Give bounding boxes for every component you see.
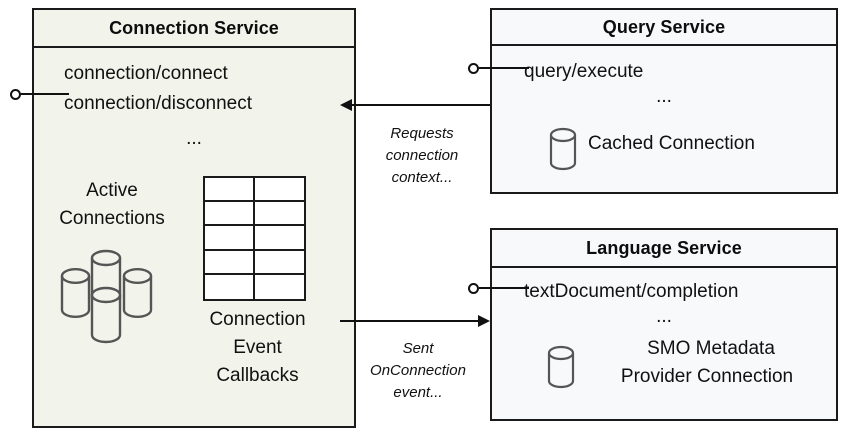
language-service-database-icon bbox=[544, 344, 578, 390]
grid-cell bbox=[205, 178, 255, 203]
active-connections-label-line2: Connections bbox=[59, 208, 165, 229]
arrow-query-to-connection-label-line3: context... bbox=[391, 169, 453, 186]
query-service-title: Query Service bbox=[602, 16, 726, 37]
active-connections-label-line1: Active bbox=[86, 180, 138, 201]
connection-service-interface-0: connection/connect bbox=[64, 63, 228, 84]
grid-cell bbox=[254, 251, 304, 275]
connection-service-ellipsis: ... bbox=[186, 128, 202, 149]
grid-cell bbox=[205, 202, 255, 227]
arrow-connection-to-language-head bbox=[478, 315, 490, 327]
callbacks-label-line1: Connection bbox=[209, 309, 306, 330]
component-language-service[interactable]: Language Service bbox=[490, 228, 838, 421]
lollipop-circle-icon bbox=[468, 63, 479, 74]
grid-cell bbox=[205, 274, 255, 299]
arrow-query-to-connection-line bbox=[352, 104, 490, 106]
callbacks-label-line3: Callbacks bbox=[216, 365, 299, 386]
grid-cell bbox=[254, 202, 304, 227]
query-service-interface-0: query/execute bbox=[524, 61, 644, 82]
cached-connection-label: Cached Connection bbox=[588, 133, 755, 154]
arrow-query-to-connection-head bbox=[340, 99, 352, 111]
arrow-query-to-connection-label-line2: connection bbox=[385, 147, 459, 164]
arrow-connection-to-language-label-line2: OnConnection bbox=[370, 362, 466, 379]
arrow-connection-to-language-line bbox=[340, 320, 478, 322]
component-query-service[interactable]: Query Service bbox=[490, 8, 838, 194]
language-service-interface-0: textDocument/completion bbox=[524, 281, 739, 302]
arrow-connection-to-language-label-line1: Sent bbox=[402, 340, 434, 357]
database-stack-icon bbox=[52, 240, 164, 348]
grid-cell bbox=[205, 250, 255, 275]
lollipop-stem bbox=[479, 287, 529, 289]
lollipop-stem bbox=[21, 93, 69, 95]
query-service-ellipsis: ... bbox=[656, 86, 672, 107]
connection-service-title: Connection Service bbox=[109, 17, 279, 38]
language-service-ellipsis: ... bbox=[656, 306, 672, 327]
grid-cell bbox=[255, 275, 305, 299]
arrow-connection-to-language-label-line3: event... bbox=[393, 384, 443, 401]
table-grid-icon bbox=[203, 176, 306, 301]
smo-label-line1: SMO Metadata bbox=[647, 338, 775, 359]
grid-cell bbox=[254, 226, 304, 251]
query-service-database-icon bbox=[546, 126, 580, 172]
query-service-header: Query Service bbox=[492, 10, 836, 46]
language-service-title: Language Service bbox=[586, 237, 742, 258]
connection-service-header: Connection Service bbox=[34, 10, 354, 48]
smo-label-line2: Provider Connection bbox=[620, 366, 794, 387]
grid-cell bbox=[205, 226, 255, 251]
grid-cell bbox=[254, 178, 304, 203]
language-service-header: Language Service bbox=[492, 230, 836, 268]
lollipop-circle-icon bbox=[10, 89, 21, 100]
callbacks-label-line2: Event bbox=[233, 337, 282, 358]
connection-service-interface-1: connection/disconnect bbox=[64, 93, 253, 114]
lollipop-stem bbox=[479, 67, 529, 69]
arrow-query-to-connection-label-line1: Requests bbox=[390, 125, 454, 142]
lollipop-circle-icon bbox=[468, 283, 479, 294]
